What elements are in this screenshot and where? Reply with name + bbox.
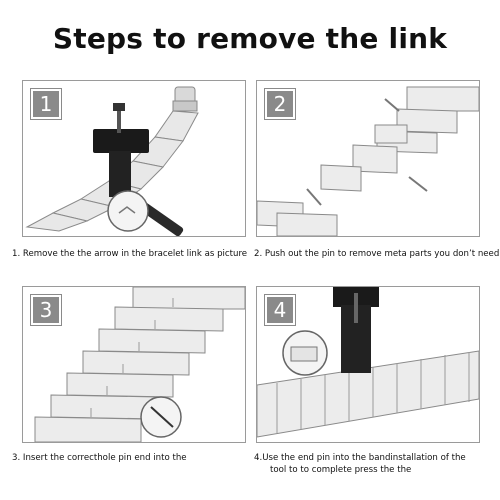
step-3-caption: 3. Insert the correcthole pin end into t…	[12, 453, 187, 463]
step-1-illustration	[25, 86, 199, 236]
step-2-caption: 2. Push out the pin to remove meta parts…	[254, 249, 500, 259]
step-4-number: 4	[264, 294, 296, 326]
step-4-caption-line-1: 4.Use the end pin into the bandinstallat…	[254, 453, 466, 463]
step-1-caption: 1. Remove the the arrow in the bracelet …	[12, 249, 248, 259]
step-3-number: 3	[30, 294, 62, 326]
step-4-illustration	[257, 287, 479, 438]
step-3-panel: 3	[22, 286, 246, 443]
step-2-illustration	[257, 86, 479, 236]
step-2-number: 2	[264, 88, 296, 120]
step-1-number: 1	[30, 88, 62, 120]
step-1-panel: 1	[22, 80, 246, 237]
step-2-panel: 2	[256, 80, 480, 237]
step-4-caption-line-2: tool to to complete press the the	[270, 465, 412, 475]
step-3-illustration	[34, 287, 245, 442]
step-4-panel: 4	[256, 286, 480, 443]
page-title: Steps to remove the link	[52, 22, 448, 55]
